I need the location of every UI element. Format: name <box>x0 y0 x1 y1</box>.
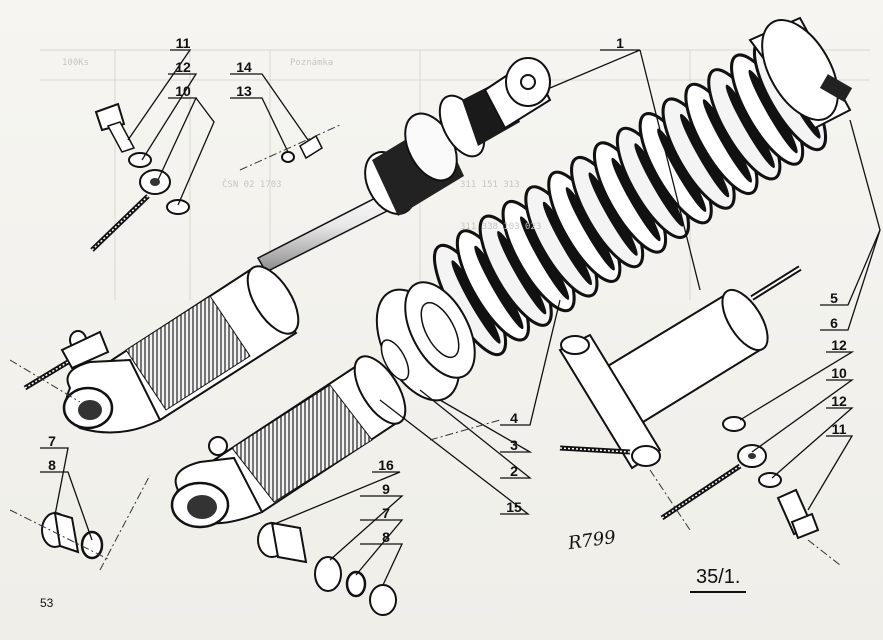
leader-lines <box>40 49 881 586</box>
callout-7-left: 7 <box>48 433 56 449</box>
spring-coil-shadow <box>588 172 638 256</box>
callout-16: 16 <box>378 457 394 473</box>
spring-coil-shadow <box>520 216 570 300</box>
rod-bump-stop <box>364 78 520 216</box>
spring-coil-shadow <box>611 157 661 242</box>
ghost-header-text: 100Ks <box>62 58 90 68</box>
spring-coil-shadow <box>702 99 752 183</box>
upper-eye-mount <box>483 57 552 130</box>
callout-1: 1 <box>616 35 624 51</box>
callout-12-top: 12 <box>175 59 191 75</box>
upper-damper-assembly <box>23 57 552 434</box>
hardware-lower-right <box>660 416 820 540</box>
spring-coil-shadow <box>542 201 592 286</box>
callout-15: 15 <box>506 499 522 515</box>
callout-8-left: 8 <box>48 457 56 473</box>
spring-lower-seat <box>375 281 476 402</box>
callout-5: 5 <box>830 290 838 306</box>
ghost-header-text: Poznámka <box>290 58 334 68</box>
spring-coil-shadow <box>474 245 524 330</box>
hardware-lower-left <box>41 511 397 616</box>
callout-8-bottom: 8 <box>382 529 390 545</box>
ghost-row-text: 311 338 103 023 <box>460 222 542 232</box>
upper-damper-lower-eye <box>62 358 162 434</box>
spring-coil-shadow <box>497 231 547 315</box>
spring-coil-shadow <box>748 69 798 154</box>
lower-damper-assembly <box>170 355 407 529</box>
callout-9: 9 <box>382 481 390 497</box>
callout-2: 2 <box>510 463 518 479</box>
callout-4: 4 <box>510 410 518 426</box>
callout-12-right-top: 12 <box>831 337 847 353</box>
callout-7-bottom: 7 <box>382 505 390 521</box>
spring-coil-shadow <box>451 260 501 344</box>
spring-coil-shadow <box>657 128 707 212</box>
callout-3: 3 <box>510 437 518 453</box>
spring-coil-shadow <box>725 84 775 168</box>
spring-coil-shadow <box>634 143 684 227</box>
callout-10-right: 10 <box>831 365 847 381</box>
callout-13: 13 <box>236 83 252 99</box>
ghost-row-text: 311 151 313 <box>460 180 520 190</box>
spring-coil-shadow <box>680 113 730 198</box>
callout-6: 6 <box>830 315 838 331</box>
center-axes <box>9 124 841 571</box>
figure-number: 35/1. <box>690 566 747 593</box>
callout-14: 14 <box>236 59 252 75</box>
coil-spring <box>432 38 828 357</box>
spring-coil-shadow <box>565 187 615 271</box>
right-damper-assembly <box>558 265 802 470</box>
callout-11-right: 11 <box>831 421 847 437</box>
page-number: 53 <box>40 596 54 610</box>
callout-11-top: 11 <box>175 35 191 51</box>
upper-damper-hose-fitting <box>23 330 110 391</box>
ghost-row-text: ČSN 02 1703 <box>222 180 282 190</box>
hardware-upper-left <box>90 102 323 252</box>
callout-12-right-bottom: 12 <box>831 393 847 409</box>
callout-10-top: 10 <box>175 83 191 99</box>
spring-top-cap <box>748 16 853 130</box>
